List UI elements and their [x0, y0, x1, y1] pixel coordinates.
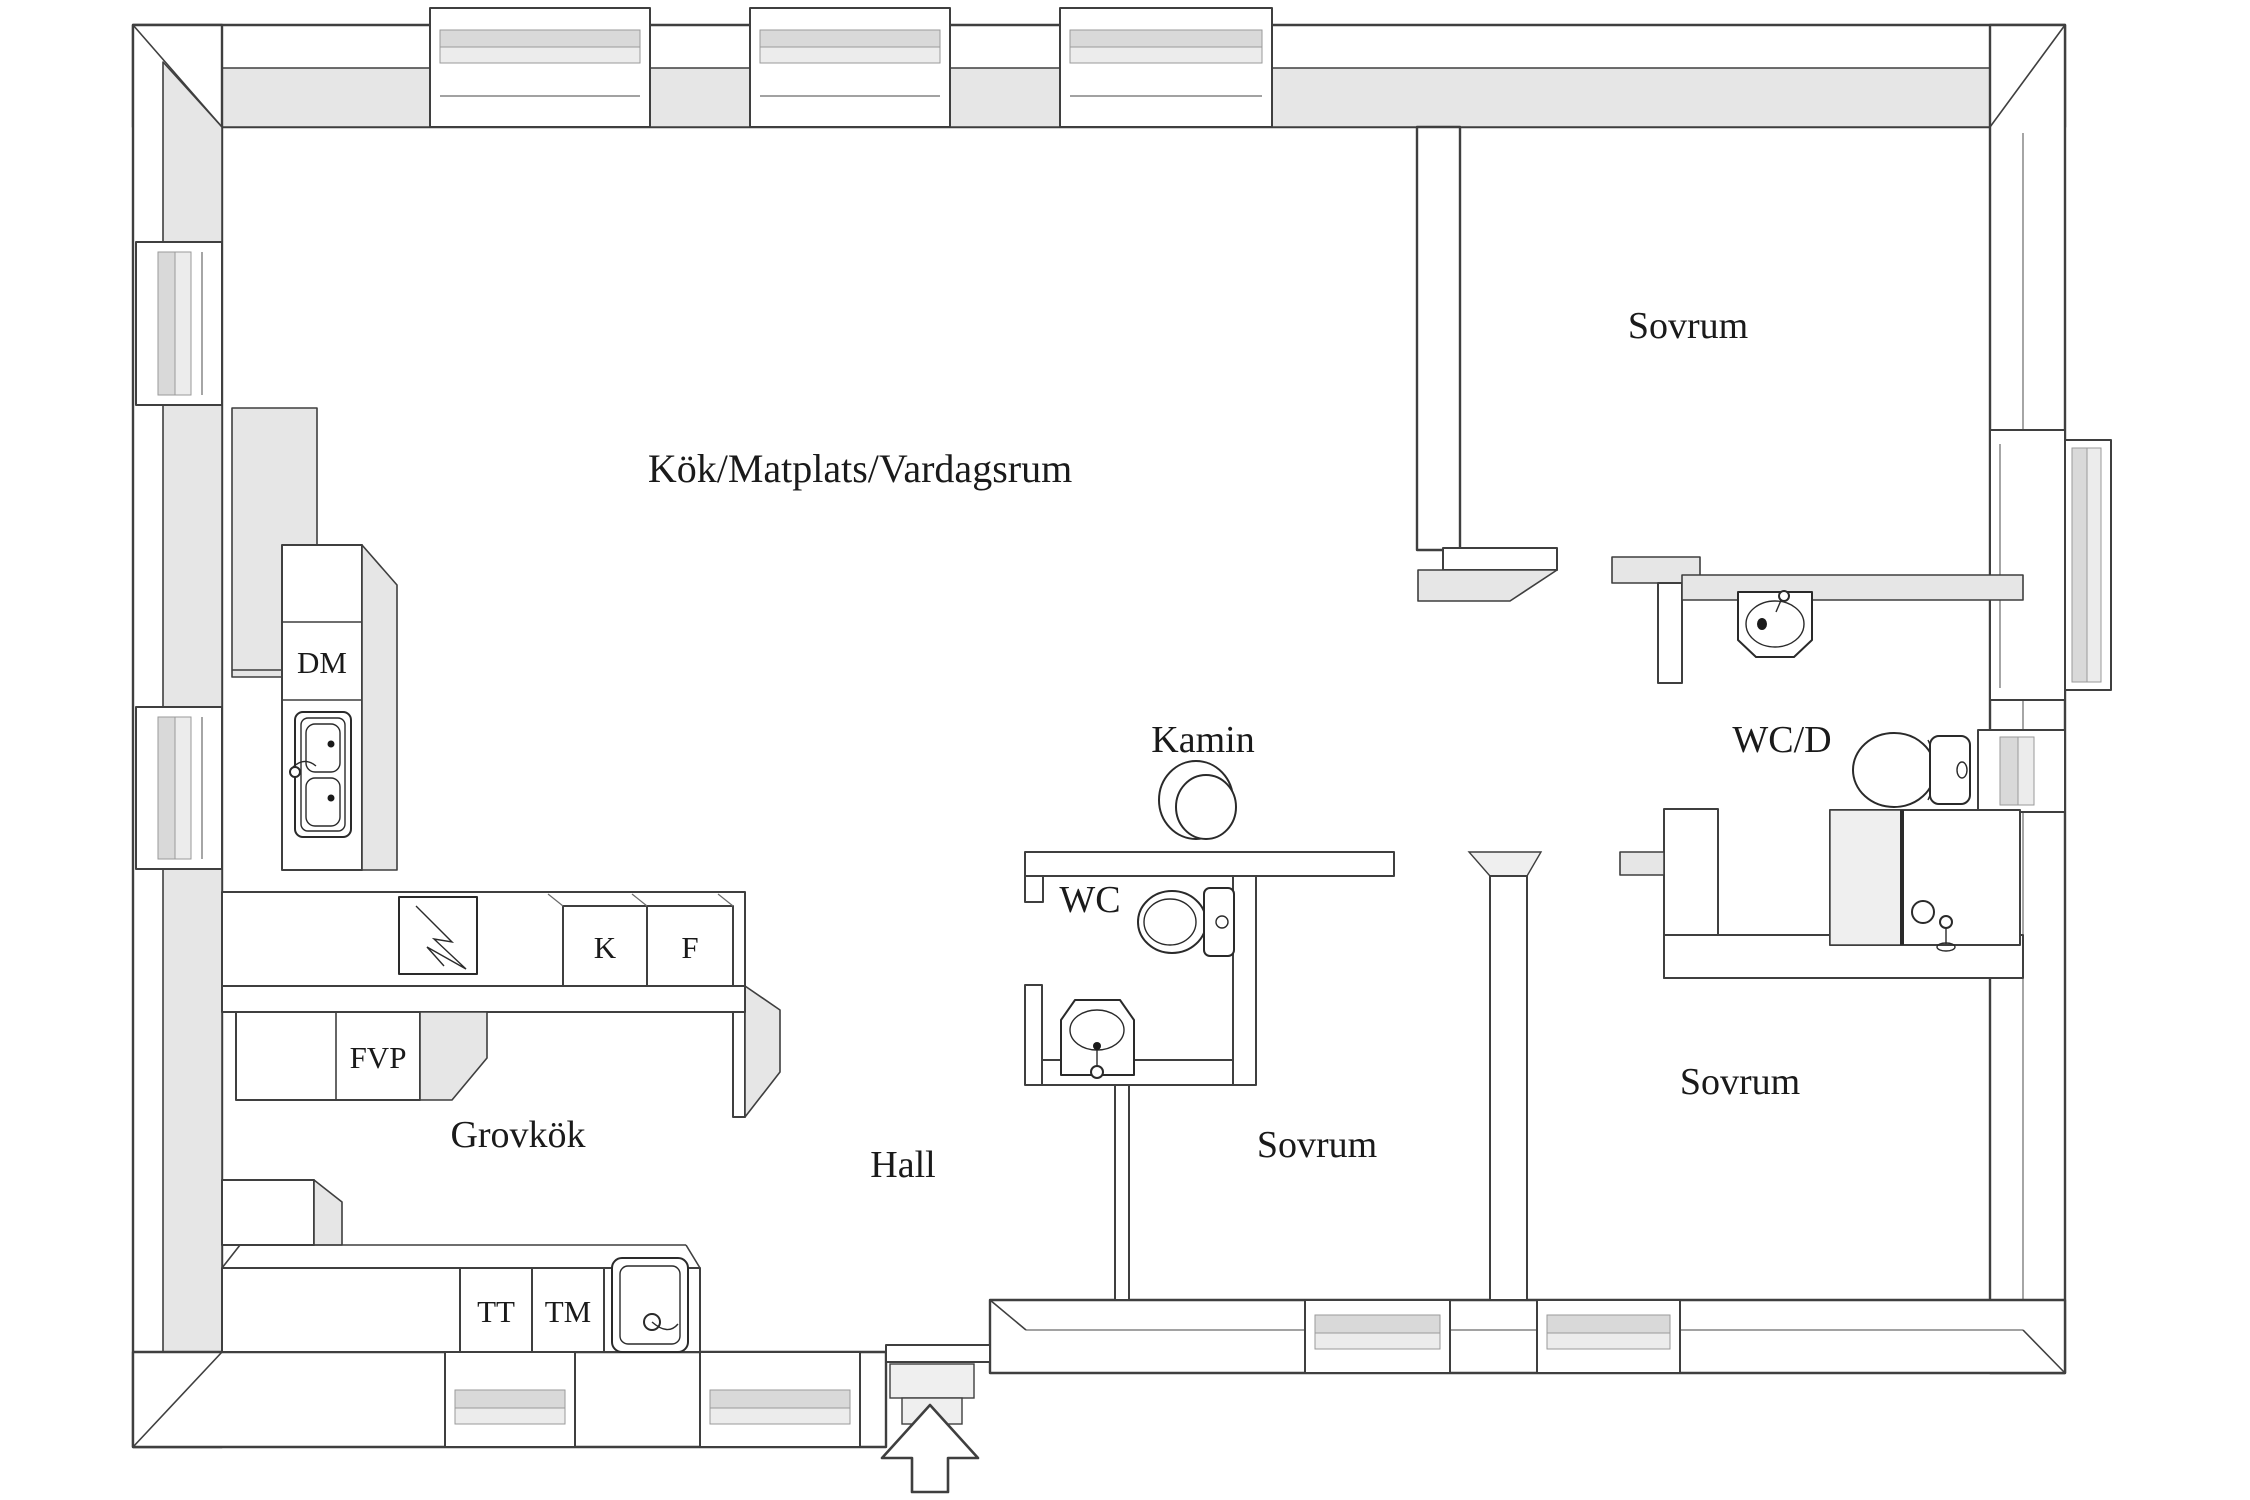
bathroom-toilet	[1852, 732, 1971, 808]
laundry-bevel-left	[221, 1244, 241, 1269]
bathroom-west-shelf	[1619, 851, 1665, 876]
window-south-1	[1304, 1299, 1451, 1374]
interior-walls	[1024, 125, 2024, 1301]
appliance-label-heat-pump: FVP	[350, 1040, 407, 1075]
wc-east-wall	[1232, 875, 1257, 1086]
appliance-label-dryer: TT	[477, 1294, 515, 1329]
fvp-side-face	[419, 1011, 488, 1101]
entrance-arrow-icon	[880, 1403, 980, 1494]
dryer-box	[459, 1267, 533, 1353]
window-east-1	[1989, 429, 2112, 701]
wall-livingroom-bedroom-ne	[1415, 125, 1462, 552]
shower-drain-icon	[1911, 900, 1935, 924]
divider-wall-cap	[1467, 851, 1543, 877]
fireplace-inner-circle	[1175, 774, 1237, 840]
counter-bevel-3	[717, 893, 734, 907]
kitchen-sink	[289, 711, 352, 838]
appliance-label-fridge: K	[594, 930, 617, 965]
room-label-bedroom-se: Sovrum	[1680, 1061, 1800, 1103]
entry-jamb-bevel	[989, 1299, 1027, 1331]
window-east-2	[1977, 729, 2066, 813]
room-label-wc: WC	[1059, 879, 1120, 921]
window-north-1	[429, 7, 651, 128]
wall-bedroom-middle-se	[1489, 875, 1528, 1301]
corner-bevel-ne	[1989, 24, 2066, 128]
wc-west-wall	[1024, 984, 1043, 1086]
entrance-step	[889, 1363, 975, 1399]
fireplace-wall-beam	[1024, 851, 1395, 877]
bathroom-sink	[1737, 590, 1813, 658]
appliance-label-washer: TM	[545, 1294, 592, 1329]
feature-label-fireplace: Kamin	[1151, 719, 1254, 761]
fireplace-wall-left-jamb	[1024, 875, 1044, 903]
bathroom-door-jamb	[1657, 582, 1683, 684]
utility-stub-face	[313, 1179, 343, 1246]
wc-fixtures	[1060, 887, 1235, 1079]
room-label-utility: Grovkök	[450, 1114, 585, 1156]
kitchen-end-wall-face	[744, 985, 781, 1118]
window-south-3	[444, 1351, 576, 1448]
room-label-bedroom-ne: Sovrum	[1628, 305, 1748, 347]
counter-bevel-1	[547, 893, 564, 907]
entrance-threshold	[885, 1344, 991, 1363]
fireplace	[1158, 760, 1237, 840]
corner-bevel-se	[2022, 1329, 2066, 1374]
utility-cabinet-row	[235, 1011, 421, 1101]
room-label-bedroom-middle: Sovrum	[1257, 1124, 1377, 1166]
window-south-2	[1536, 1299, 1681, 1374]
window-south-4	[699, 1351, 861, 1448]
corner-bevel-nw	[132, 24, 223, 128]
bathroom-fixtures	[1737, 590, 2021, 952]
wall-kitchen-utility	[221, 985, 746, 1013]
wc-sink	[1060, 999, 1135, 1079]
windows	[135, 7, 2112, 1448]
laundry-sink	[611, 1257, 689, 1353]
room-label-bathroom: WC/D	[1732, 719, 1831, 761]
laundry-bevel-right	[685, 1244, 701, 1269]
laundry-faucet-icon	[651, 1321, 679, 1331]
appliance-label-dishwasher: DM	[297, 645, 347, 680]
window-west-2	[135, 706, 223, 870]
room-label-kitchen: Kök/Matplats/Vardagsrum	[648, 446, 1072, 491]
fridge-box	[562, 905, 648, 987]
wall-hall-bedroom-middle	[1114, 1084, 1130, 1301]
laundry-fixtures	[221, 1179, 701, 1353]
utility-wall-stub	[221, 1179, 315, 1246]
wall-foot-face	[1417, 569, 1558, 602]
wall-foot-bedroom-ne	[1442, 547, 1558, 571]
corner-bevel-sw	[132, 1351, 223, 1448]
wc-toilet	[1137, 887, 1235, 957]
window-west-1	[135, 241, 223, 406]
washer-box	[531, 1267, 605, 1353]
appliance-label-freezer: F	[681, 930, 698, 965]
stove	[398, 896, 478, 975]
freezer-box	[646, 905, 734, 987]
kitchen-cabinet-side-face	[361, 544, 398, 871]
bathroom-north-wall	[1681, 574, 2024, 601]
labels: Kök/Matplats/Vardagsrum Sovrum Kamin WC …	[297, 305, 1832, 1329]
room-label-hall: Hall	[870, 1144, 935, 1186]
window-north-3	[1059, 7, 1273, 128]
bathroom-shower	[1829, 809, 2021, 952]
shower-mixer-icon	[1939, 915, 1953, 929]
kitchen-fixtures	[221, 407, 781, 1118]
counter-bevel-2	[631, 893, 648, 907]
south-wall-east-section	[988, 1298, 2067, 1375]
window-north-2	[749, 7, 951, 128]
stove-lightning-icon	[415, 905, 467, 970]
